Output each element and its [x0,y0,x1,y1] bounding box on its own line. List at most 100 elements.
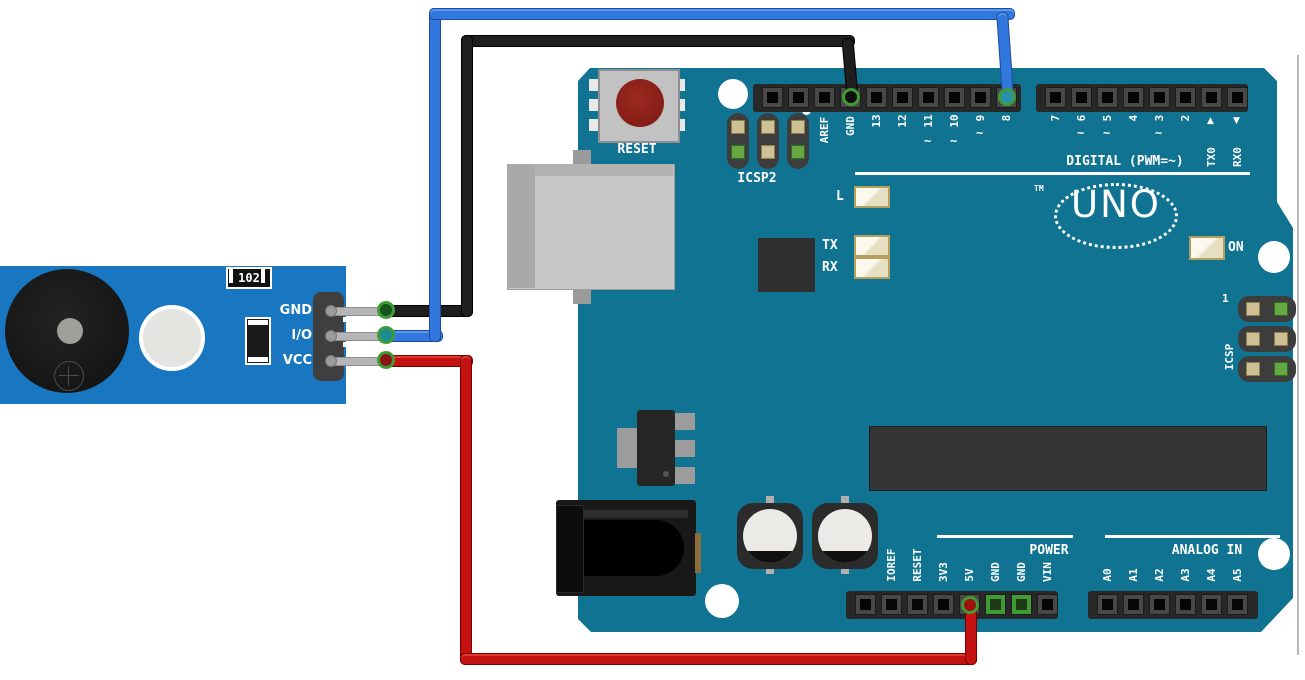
arduino-pin8-connection [998,88,1016,106]
buzzer-hole [57,318,83,344]
l-led [854,186,890,208]
lead-joint [325,330,337,342]
power-jack-contact [695,533,701,573]
voltage-regulator [637,410,675,486]
regulator-lead [675,440,695,457]
pin-label-2: 2 [1179,114,1192,122]
buzzer-pin-label-io: I/O [291,328,312,343]
capacitor-lead [766,566,774,574]
header-notch [343,342,348,347]
red-wire-segment [460,355,472,665]
power-jack-highlight [584,510,688,518]
pin-label-12: 12 [896,114,909,128]
pin-label-rx0: RX0 [1231,147,1244,167]
tm-mark: TM [1034,184,1044,193]
pwm-mark-6: ~ [1077,126,1085,140]
power-jack-end [556,505,584,593]
black-wire-segment [461,35,473,317]
power-divider [937,535,1073,538]
buzzer-solder-mark [54,361,84,391]
icsp-header-row [1238,326,1296,352]
analog-caption: ANALOG IN [1171,543,1243,558]
blue-wire-segment [429,8,441,342]
usb-interface-chip [758,238,815,292]
reset-button-tab [675,119,685,131]
capacitor-lead [841,496,849,504]
capacitor-top [743,509,797,563]
arduino-gnd-connection [842,88,860,106]
pwm-mark-3: ~ [1155,126,1163,140]
pin-label-aref: AREF [818,116,831,144]
rx-arrow-icon: ▼ [1233,116,1240,126]
rx-led [854,257,890,279]
buzzer-vcc-connection [377,351,395,369]
resistor-102: 102 [226,267,272,289]
arduino-5v-connection [961,596,979,614]
regulator-lead [675,413,695,430]
power-caption: POWER [1029,543,1069,558]
resistor-cap [229,269,233,283]
pin-label-13: 13 [870,114,883,128]
regulator-screw [663,471,669,477]
reset-button-tab [589,79,599,91]
analog-divider [1105,535,1280,538]
lead-joint [325,305,337,317]
capacitor-lead [841,566,849,574]
blue-wire-segment [429,8,1015,20]
pwm-mark-5: ~ [1103,126,1111,140]
buzzer-pin-label-gnd: GND [279,303,312,318]
icsp-pin1-label: 1 [1222,292,1229,305]
capacitor-top [818,509,872,563]
pin-label-4: 4 [1127,114,1140,122]
uno-logo-text: UNO [1071,183,1161,226]
buzzer-io-connection [377,326,395,344]
red-wire-segment [460,653,977,665]
tx-arrow-icon: ▲ [1207,116,1214,126]
pwm-mark-11: ~ [924,134,932,148]
buzzer-gnd-connection [377,301,395,319]
mounting-hole [718,79,748,109]
tx-led-label: TX [822,238,838,253]
pwm-mark-10: ~ [950,134,958,148]
resistor-cap [261,269,265,283]
pwm-mark-9: ~ [976,126,984,140]
mounting-hole [1258,538,1290,570]
icsp-label: ICSP [1223,343,1236,371]
pin-label-reset: RESET [911,548,924,582]
icsp2-header-col [757,113,779,169]
reset-button-tab [589,99,599,111]
usb-tab-bottom [573,286,591,304]
icsp-header-row [1238,356,1296,382]
reset-button-tab [589,119,599,131]
usb-connector-end [507,164,535,288]
mounting-hole [705,584,739,618]
on-led [1189,236,1225,260]
atmega-chip [869,426,1267,491]
on-label: ON [1228,240,1244,255]
usb-connector-top-edge [535,164,673,176]
regulator-tab [617,428,637,468]
uno-logo-oval [1054,183,1178,249]
capacitor-lead [766,496,774,504]
reset-button-tab [675,99,685,111]
lead-joint [325,355,337,367]
tx-led [854,235,890,257]
icsp2-header-col [787,113,809,169]
usb-connector [507,164,675,290]
smd-component [245,317,271,365]
icsp2-label: ICSP2 [737,171,777,186]
l-led-label: L [836,189,844,204]
pin-label-7: 7 [1049,114,1062,122]
reset-label: RESET [617,142,657,157]
reset-button-cap [616,79,664,127]
buzzer-pin-label-vcc: VCC [282,353,312,368]
usb-tab-top [573,150,591,165]
module-hole [139,305,205,371]
icsp2-header-col [727,113,749,169]
black-wire-segment [461,35,855,47]
page-edge-line [1297,55,1299,655]
digital-caption: DIGITAL (PWM=~) [1066,154,1184,169]
power-jack-barrel [584,520,684,576]
digital-divider [855,172,1250,175]
